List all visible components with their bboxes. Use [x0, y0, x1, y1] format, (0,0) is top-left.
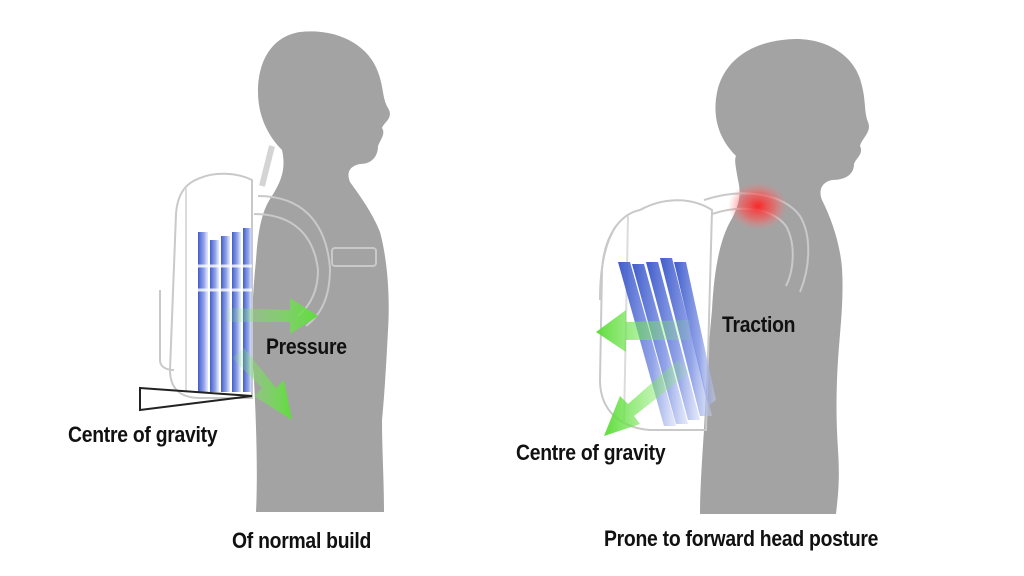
right-figure: [596, 38, 869, 514]
traction-label: Traction: [722, 312, 796, 337]
pressure-label: Pressure: [266, 334, 347, 359]
right-traction-arrow: [596, 310, 690, 352]
right-book: [674, 262, 716, 406]
right-book: [646, 262, 700, 420]
right-neck-strain-highlight: [728, 182, 788, 230]
left-centre-of-gravity-label: Centre of gravity: [68, 422, 218, 447]
right-person-silhouette: [700, 38, 869, 514]
left-book: [221, 236, 230, 392]
left-pressure-arrow: [226, 298, 318, 334]
right-centre-of-gravity-label: Centre of gravity: [516, 440, 666, 465]
left-person-silhouette: [251, 31, 390, 512]
left-book: [198, 232, 208, 392]
left-centre-of-gravity-wedge: [139, 386, 253, 412]
left-book: [210, 240, 219, 392]
left-backpack: [159, 145, 377, 399]
right-caption: Prone to forward head posture: [604, 526, 879, 551]
left-caption: Of normal build: [232, 528, 372, 553]
left-figure: [139, 31, 390, 512]
right-gravity-arrow: [604, 360, 690, 436]
left-gravity-arrow: [232, 348, 292, 420]
